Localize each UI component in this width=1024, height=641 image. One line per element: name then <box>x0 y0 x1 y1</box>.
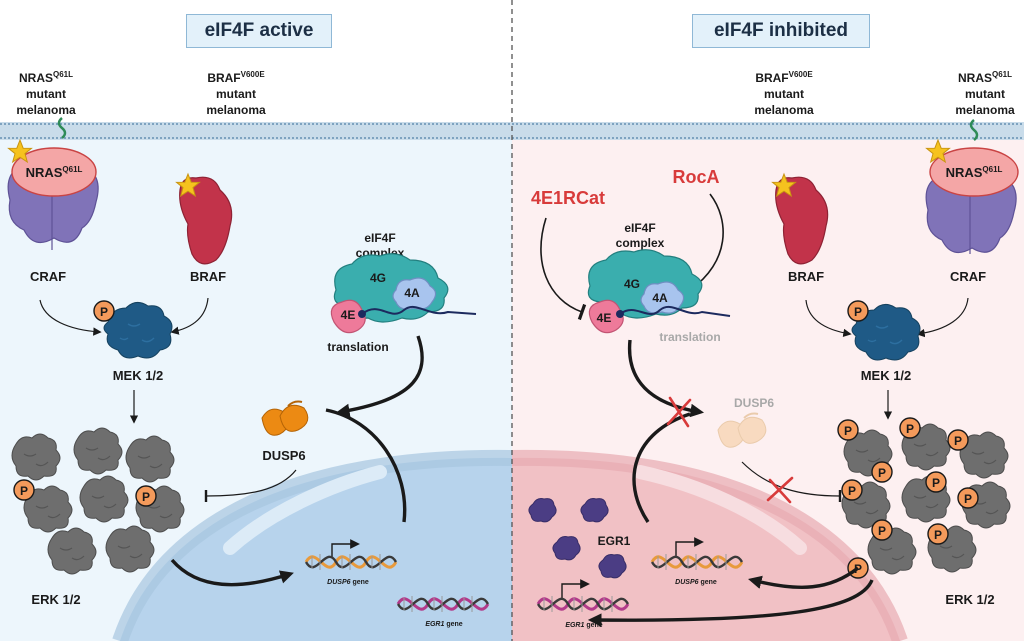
braf-left: BRAF <box>176 173 233 284</box>
eif4f-complex-left: eIF4F complex 4G 4A 4E translation <box>327 231 477 354</box>
nras-craf-left: NRASQ61L CRAF <box>7 117 99 284</box>
mek-left: P MEK 1/2 <box>93 300 173 383</box>
svg-text:BRAFV600E: BRAFV600E <box>755 70 813 85</box>
svg-text:P: P <box>878 466 886 480</box>
svg-text:EGR1 gene: EGR1 gene <box>425 621 462 628</box>
svg-text:mutant: mutant <box>965 87 1005 101</box>
svg-text:melanoma: melanoma <box>16 103 76 117</box>
svg-text:NRASQ61L: NRASQ61L <box>958 70 1012 85</box>
svg-text:eIF4F: eIF4F <box>624 221 655 235</box>
svg-text:NRASQ61L: NRASQ61L <box>946 165 1003 180</box>
svg-text:BRAFV600E: BRAFV600E <box>207 70 265 85</box>
egr1-proteins: EGR1 <box>528 498 631 579</box>
dusp6-gene-right: DUSP6 gene <box>650 537 744 586</box>
svg-text:ERK 1/2: ERK 1/2 <box>31 592 80 607</box>
arrow-craf-mek-left <box>39 299 102 336</box>
svg-text:P: P <box>954 434 962 448</box>
svg-text:ERK 1/2: ERK 1/2 <box>945 592 994 607</box>
arrow-gene-to-translation-right <box>632 412 691 523</box>
svg-text:4E: 4E <box>341 308 356 322</box>
eif4f-complex-right: eIF4F complex 4G 4A 4E translation <box>587 221 731 344</box>
svg-text:NRASQ61L: NRASQ61L <box>26 165 83 180</box>
svg-text:4A: 4A <box>652 291 668 305</box>
svg-text:NRASQ61L: NRASQ61L <box>19 70 73 85</box>
erk-cluster-left: P P ERK 1/2 <box>11 427 185 607</box>
svg-text:P: P <box>100 305 108 319</box>
dusp6-right <box>717 412 767 448</box>
translation-label-left: translation <box>327 340 388 354</box>
svg-text:4A: 4A <box>404 286 420 300</box>
svg-text:EGR1 gene: EGR1 gene <box>565 622 602 629</box>
roca-label: RocA <box>672 167 719 187</box>
svg-text:P: P <box>848 484 856 498</box>
svg-text:BRAF: BRAF <box>190 269 226 284</box>
arrow-erk-dusp6-gene-right <box>748 566 860 589</box>
svg-text:4G: 4G <box>624 277 640 291</box>
arrow-erk-gene-left <box>170 558 294 587</box>
inhibit-dusp6-erk-left <box>204 469 297 503</box>
svg-text:mutant: mutant <box>26 87 66 101</box>
dusp6-left: DUSP6 <box>261 400 309 463</box>
nucleus-left <box>120 457 512 641</box>
svg-text:P: P <box>906 422 914 436</box>
label-nras-mutant-right: NRASQ61L mutant melanoma <box>955 70 1015 117</box>
arrow-translation-dusp6-left <box>335 335 424 418</box>
title-right: eIF4F inhibited <box>692 14 870 48</box>
nras-craf-right: NRASQ61L CRAF <box>925 119 1019 284</box>
egr1-gene-left: EGR1 gene <box>396 594 490 628</box>
svg-text:P: P <box>844 424 852 438</box>
svg-text:4G: 4G <box>370 271 386 285</box>
mek-right: P MEK 1/2 <box>847 300 921 383</box>
braf-right: BRAF <box>772 173 829 284</box>
dusp6-gene-left: DUSP6 gene <box>304 539 398 586</box>
svg-text:P: P <box>932 476 940 490</box>
svg-text:melanoma: melanoma <box>955 103 1015 117</box>
svg-text:BRAF: BRAF <box>788 269 824 284</box>
svg-text:P: P <box>142 490 150 504</box>
svg-text:MEK 1/2: MEK 1/2 <box>113 368 164 383</box>
svg-text:CRAF: CRAF <box>950 269 986 284</box>
dusp6-right-label: DUSP6 <box>734 396 774 410</box>
svg-text:mutant: mutant <box>216 87 256 101</box>
arrow-braf-mek-right <box>805 299 852 338</box>
egr1-gene-right: EGR1 gene <box>536 579 630 629</box>
arrow-erk-egr1-gene-right <box>587 579 874 627</box>
svg-text:DUSP6 gene: DUSP6 gene <box>675 579 717 586</box>
arrow-craf-mek-right <box>916 297 969 338</box>
title-left: eIF4F active <box>186 14 332 48</box>
arrow-gene-to-translation-left <box>325 408 407 523</box>
svg-text:eIF4F: eIF4F <box>364 231 395 245</box>
craf-label-left: CRAF <box>30 269 66 284</box>
svg-text:4E: 4E <box>597 311 612 325</box>
label-nras-mutant-left: NRASQ61L mutant melanoma <box>16 70 76 117</box>
svg-text:P: P <box>854 305 862 319</box>
svg-text:P: P <box>934 528 942 542</box>
label-braf-mutant-left: BRAFV600E mutant melanoma <box>206 70 266 117</box>
nucleus-right <box>512 457 900 641</box>
inhibit-dusp6-erk-right <box>741 461 842 503</box>
arrow-braf-mek-left <box>170 297 209 335</box>
svg-text:MEK 1/2: MEK 1/2 <box>861 368 912 383</box>
svg-text:melanoma: melanoma <box>206 103 266 117</box>
svg-text:EGR1: EGR1 <box>598 534 631 548</box>
arrow-translation-dusp6-right <box>627 339 705 418</box>
svg-text:mutant: mutant <box>764 87 804 101</box>
svg-text:P: P <box>20 484 28 498</box>
4e1rcat-label: 4E1RCat <box>531 188 605 208</box>
inhibit-4e1rcat-4e <box>540 217 587 321</box>
svg-text:DUSP6 gene: DUSP6 gene <box>327 579 369 586</box>
svg-text:P: P <box>878 524 886 538</box>
inhibit-roca-4a <box>684 193 724 298</box>
svg-text:melanoma: melanoma <box>754 103 814 117</box>
label-braf-mutant-right: BRAFV600E mutant melanoma <box>754 70 814 117</box>
svg-text:P: P <box>964 492 972 506</box>
translation-label-right: translation <box>659 330 720 344</box>
svg-text:complex: complex <box>616 236 665 250</box>
svg-text:DUSP6: DUSP6 <box>262 448 305 463</box>
block-cross-dusp6 <box>766 476 794 504</box>
block-cross-translation <box>666 396 692 428</box>
